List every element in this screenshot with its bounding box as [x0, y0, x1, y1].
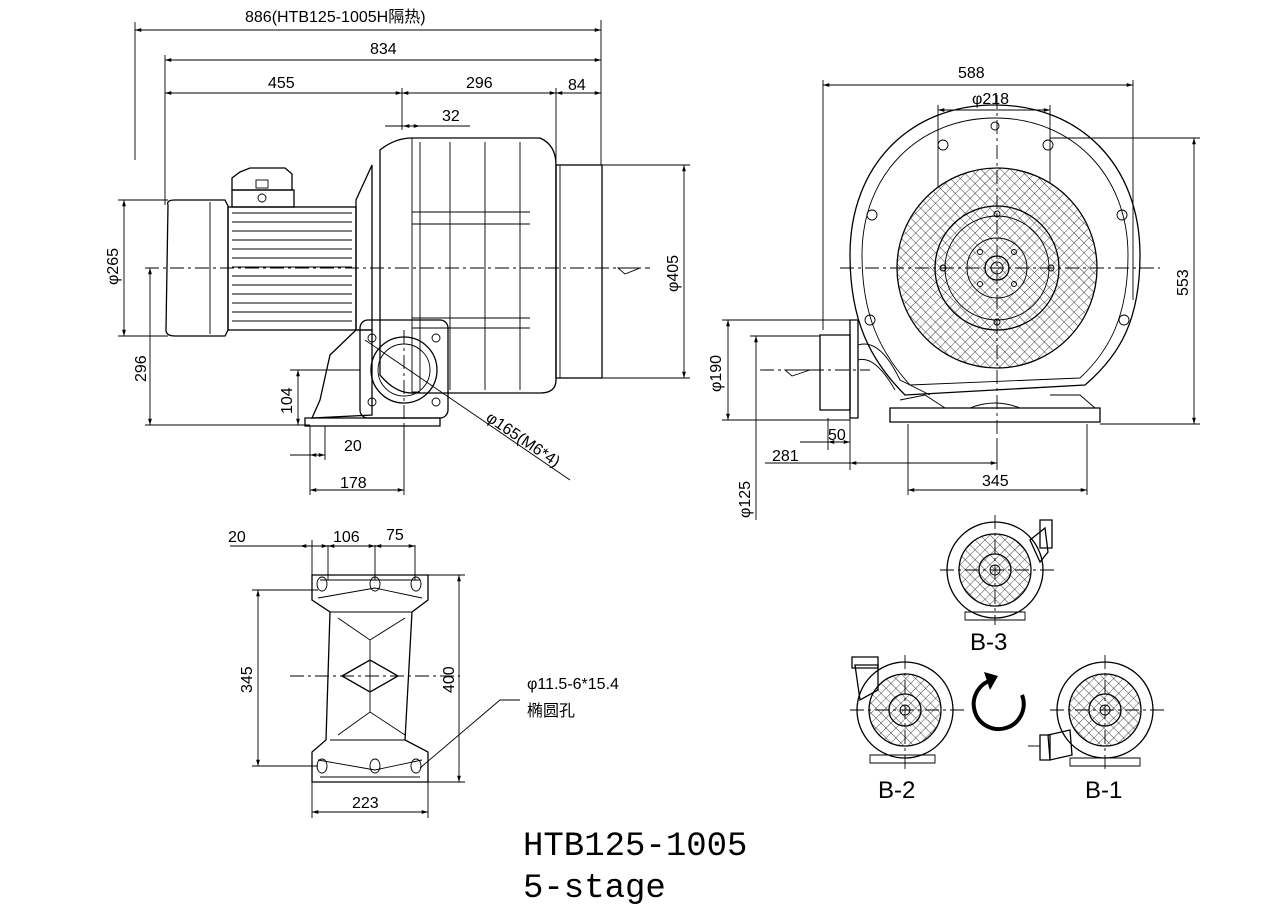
view-label-b2: B-2 — [878, 777, 915, 804]
dim-phi165: φ165(M6*4) — [483, 409, 563, 471]
view-label-b3: B-3 — [970, 629, 1007, 656]
base-dim-400: 400 — [441, 666, 458, 693]
orientation-b1 — [1028, 655, 1165, 770]
orientation-b3 — [940, 515, 1055, 625]
dim-886: 886(HTB125-1005H隔热) — [245, 8, 426, 26]
dim-84: 84 — [568, 77, 586, 94]
stage-subtitle: 5-stage — [523, 870, 666, 906]
dim-178: 178 — [340, 475, 367, 492]
view-label-b1: B-1 — [1085, 777, 1122, 804]
view-labels: B-3 B-2 B-1 — [878, 629, 1122, 804]
dim-296: 296 — [466, 75, 493, 92]
dim-588: 588 — [958, 65, 985, 82]
dim-345: 345 — [982, 473, 1009, 490]
hole-note-desc: 椭圆孔 — [527, 702, 575, 720]
dim-phi125: φ125 — [737, 481, 754, 518]
base-dim-223: 223 — [352, 795, 379, 812]
base-dim-75: 75 — [386, 527, 404, 544]
dim-phi265: φ265 — [105, 248, 122, 285]
orientation-b2 — [850, 655, 965, 770]
dim-455: 455 — [268, 75, 295, 92]
base-dim-20: 20 — [228, 529, 246, 546]
dim-phi218: φ218 — [972, 91, 1009, 108]
dim-50: 50 — [828, 427, 846, 444]
dimension-labels: 886(HTB125-1005H隔热) 834 455 296 84 32 φ2… — [105, 8, 1192, 812]
dim-phi405: φ405 — [665, 255, 682, 292]
model-title: HTB125-1005 — [523, 828, 747, 866]
dim-32: 32 — [442, 108, 460, 125]
hole-note-spec: φ11.5-6*15.4 — [527, 676, 619, 693]
base-dim-345: 345 — [239, 666, 256, 693]
side-view — [118, 20, 690, 495]
rotation-arrow-icon — [971, 672, 1026, 732]
dim-phi190: φ190 — [708, 355, 725, 392]
dim-104: 104 — [279, 387, 296, 414]
base-dim-106: 106 — [333, 529, 360, 546]
base-view — [230, 540, 520, 818]
dim-20: 20 — [344, 438, 362, 455]
front-view — [722, 80, 1200, 520]
dim-281: 281 — [772, 448, 799, 465]
dim-834: 834 — [370, 41, 397, 58]
dim-296-vertical: 296 — [133, 355, 150, 382]
dim-553: 553 — [1175, 269, 1192, 296]
title-block: HTB125-1005 5-stage — [523, 828, 747, 906]
